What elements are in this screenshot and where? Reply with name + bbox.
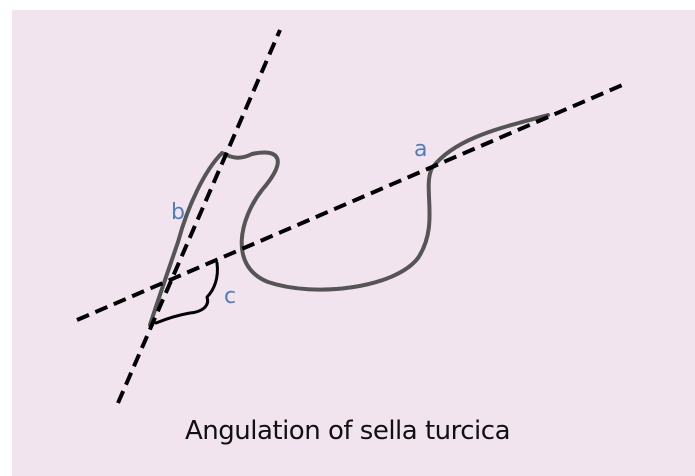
label-a: a — [414, 137, 427, 162]
paper-background — [12, 10, 695, 476]
reference-line-a — [76, 81, 628, 322]
label-c: c — [224, 284, 236, 309]
label-b: b — [171, 200, 185, 225]
reference-line-b — [116, 29, 282, 404]
caption: Angulation of sella turcica — [184, 416, 511, 446]
sella-outline — [148, 113, 550, 327]
angle-arc-c — [154, 261, 219, 325]
